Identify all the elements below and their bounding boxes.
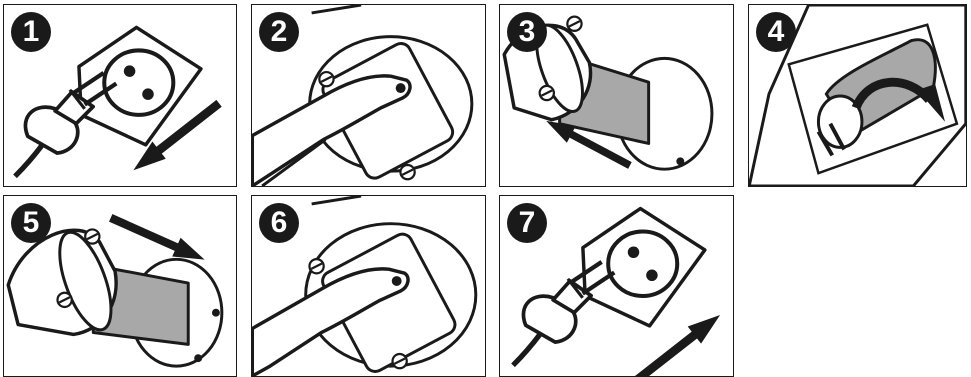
step-5-panel: 5: [3, 195, 237, 377]
step-6-panel: 6: [251, 195, 486, 377]
screw-icon: [309, 259, 323, 273]
step-number-badge: 4: [756, 12, 796, 52]
screw-icon: [567, 17, 581, 31]
step-number-badge: 3: [507, 12, 547, 52]
screw-icon: [540, 86, 554, 100]
step-number-badge: 6: [259, 203, 299, 243]
step-number-badge: 1: [11, 12, 51, 52]
screw-icon: [400, 165, 414, 179]
step-1-panel: 1: [3, 4, 237, 187]
step-2-panel: 2: [251, 4, 486, 187]
step-7-panel: 7: [499, 195, 734, 377]
screw-icon: [393, 354, 407, 368]
screw-icon: [57, 293, 71, 307]
step-3-panel: 3: [499, 4, 734, 187]
step-number-badge: 2: [259, 12, 299, 52]
step-number-badge: 5: [11, 203, 51, 243]
step-number-badge: 7: [507, 203, 547, 243]
arrow-icon: [106, 208, 208, 269]
screw-icon: [85, 229, 99, 243]
step-4-panel: 4: [748, 4, 967, 187]
socket-icon: [583, 209, 705, 326]
screw-icon: [319, 72, 333, 86]
